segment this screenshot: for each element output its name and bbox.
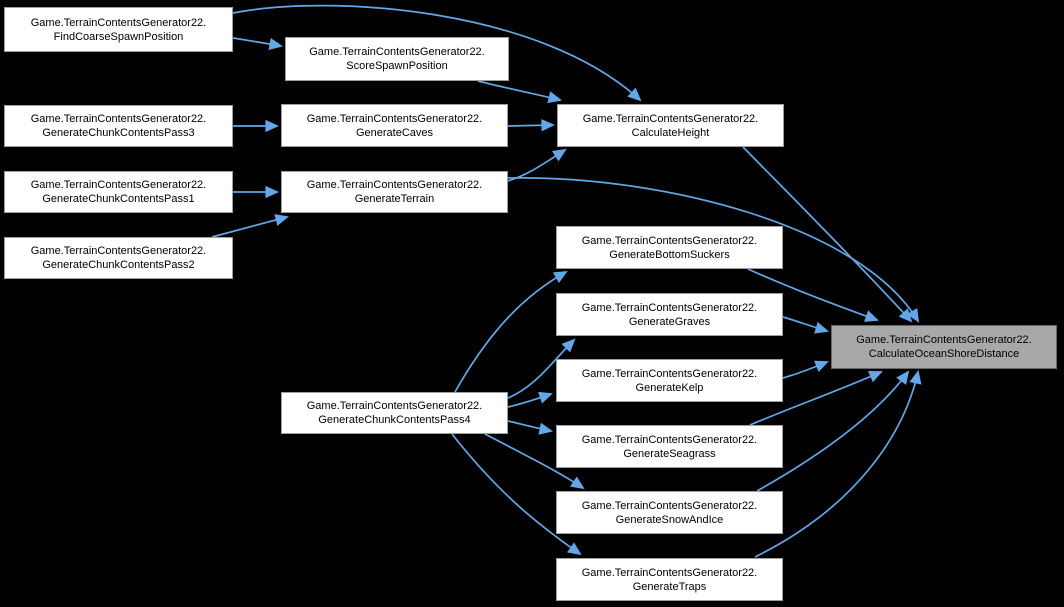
node-generate-graves[interactable]: Game.TerrainContentsGenerator22.Generate… [556, 293, 783, 336]
edge-generate-kelp-to-calculate-ocean-shore-distance [782, 360, 829, 379]
node-label-line1: Game.TerrainContentsGenerator22. [856, 334, 1032, 346]
node-label-line2: GenerateGraves [628, 315, 711, 328]
node-label-line1: Game.TerrainContentsGenerator22. [581, 566, 758, 579]
node-generate-terrain[interactable]: Game.TerrainContentsGenerator22. Generate… [281, 171, 508, 213]
node-generate-chunk-contents-pass3[interactable]: Game.TerrainContentsGenerator22. Generate… [4, 105, 233, 147]
node-generate-chunk-contents-pass1[interactable]: Game.TerrainContentsGenerator22. Generate… [4, 171, 233, 213]
node-generate-chunk-contents-pass2[interactable]: Game.TerrainContentsGenerator22. Generate… [4, 237, 233, 279]
edge-generate-chunk-contents-pass4-to-generate-kelp [507, 391, 553, 408]
node-score-spawn-position[interactable]: Game.TerrainContentsGenerator22. ScoreSpa… [285, 37, 509, 81]
node-label-line2: GenerateSeagrass [623, 447, 716, 460]
node-generate-kelp[interactable]: Game.TerrainContentsGenerator22.Generate… [556, 359, 783, 402]
node-generate-traps[interactable]: Game.TerrainContentsGenerator22.Generate… [556, 558, 783, 601]
edge-generate-chunk-contents-pass4-to-generate-graves [507, 338, 576, 399]
node-label-line2: GenerateKelp [635, 381, 704, 394]
node-label-line1: Game.TerrainContentsGenerator22. [581, 433, 758, 446]
edge-score-spawn-position-to-calculate-height [477, 80, 562, 104]
node-label-line2: GenerateTerrain [354, 193, 435, 205]
edge-find-coarse-spawn-position-to-calculate-height [232, 4, 642, 102]
node-generate-seagrass[interactable]: Game.TerrainContentsGenerator22.Generate… [556, 425, 783, 468]
edge-generate-chunk-contents-pass4-to-generate-bottom-suckers [454, 271, 568, 393]
edge-generate-chunk-contents-pass4-to-generate-seagrass [507, 420, 554, 435]
node-label-line1: Game.TerrainContentsGenerator22. [30, 179, 207, 191]
edge-generate-traps-to-calculate-ocean-shore-distance [754, 370, 922, 558]
edge-generate-caves-to-calculate-height [507, 119, 556, 132]
node-label-line1: Game.TerrainContentsGenerator22. [306, 179, 483, 191]
edge-generate-chunk-contents-pass4-to-generate-snow-and-ice [484, 433, 585, 490]
node-label-line1: Game.TerrainContentsGenerator22. [581, 301, 758, 314]
node-generate-caves[interactable]: Game.TerrainContentsGenerator22.Generate… [281, 104, 508, 147]
node-label-line2: GenerateChunkContentsPass3 [42, 127, 195, 139]
node-find-coarse-spawn-position[interactable]: Game.TerrainContentsGenerator22.FindCoar… [4, 7, 233, 52]
node-label-line2: GenerateBottomSuckers [609, 248, 730, 261]
edge-generate-graves-to-calculate-ocean-shore-distance [782, 316, 829, 334]
node-label-line1: Game.TerrainContentsGenerator22. [581, 234, 758, 247]
node-label-line2: GenerateChunkContentsPass4 [318, 414, 471, 426]
edge-calculate-height-to-calculate-ocean-shore-distance [742, 146, 913, 323]
node-label-line1: Game.TerrainContentsGenerator22. [306, 112, 483, 125]
edge-generate-chunk-contents-pass2-to-generate-terrain [211, 214, 289, 238]
node-label-line1: Game.TerrainContentsGenerator22. [306, 400, 483, 412]
node-label-line1: Game.TerrainContentsGenerator22. [309, 46, 485, 58]
edge-generate-chunk-contents-pass4-to-generate-traps [451, 433, 582, 556]
edge-generate-snow-and-ice-to-calculate-ocean-shore-distance [756, 370, 910, 492]
node-generate-bottom-suckers[interactable]: Game.TerrainContentsGenerator22.Generate… [556, 226, 783, 269]
node-calculate-height[interactable]: Game.TerrainContentsGenerator22.Calculat… [557, 104, 784, 147]
node-label-line2: GenerateTraps [632, 580, 707, 593]
node-label-line2: CalculateHeight [631, 126, 710, 139]
edge-generate-terrain-to-calculate-ocean-shore-distance [507, 177, 920, 323]
node-generate-chunk-contents-pass4[interactable]: Game.TerrainContentsGenerator22. Generate… [281, 392, 508, 434]
node-label-line1: Game.TerrainContentsGenerator22. [581, 367, 758, 380]
node-generate-snow-and-ice[interactable]: Game.TerrainContentsGenerator22.Generate… [556, 491, 783, 534]
node-calculate-ocean-shore-distance: Game.TerrainContentsGenerator22. Calculat… [831, 325, 1057, 369]
node-label-line2: ScoreSpawnPosition [346, 60, 448, 72]
node-label-line1: Game.TerrainContentsGenerator22. [582, 112, 759, 125]
node-label-line2: GenerateChunkContentsPass2 [42, 259, 195, 271]
node-label-line1: Game.TerrainContentsGenerator22. [581, 499, 758, 512]
node-label-line2: GenerateChunkContentsPass1 [42, 193, 195, 205]
node-label-line2: GenerateSnowAndIce [615, 513, 724, 526]
node-label-line1: Game.TerrainContentsGenerator22. [30, 245, 207, 257]
node-label-line1: Game.TerrainContentsGenerator22. [30, 113, 207, 125]
edge-find-coarse-spawn-position-to-score-spawn-position [232, 37, 284, 51]
edges-group [211, 4, 922, 558]
node-label-line1: Game.TerrainContentsGenerator22. [30, 16, 207, 29]
node-label-line2: FindCoarseSpawnPosition [53, 30, 184, 43]
node-label-line2: GenerateCaves [355, 126, 434, 139]
edge-generate-terrain-to-calculate-height [507, 148, 567, 182]
edge-generate-seagrass-to-calculate-ocean-shore-distance [749, 371, 883, 426]
node-label-line2: CalculateOceanShoreDistance [868, 348, 1020, 360]
edge-generate-bottom-suckers-to-calculate-ocean-shore-distance [747, 268, 879, 322]
